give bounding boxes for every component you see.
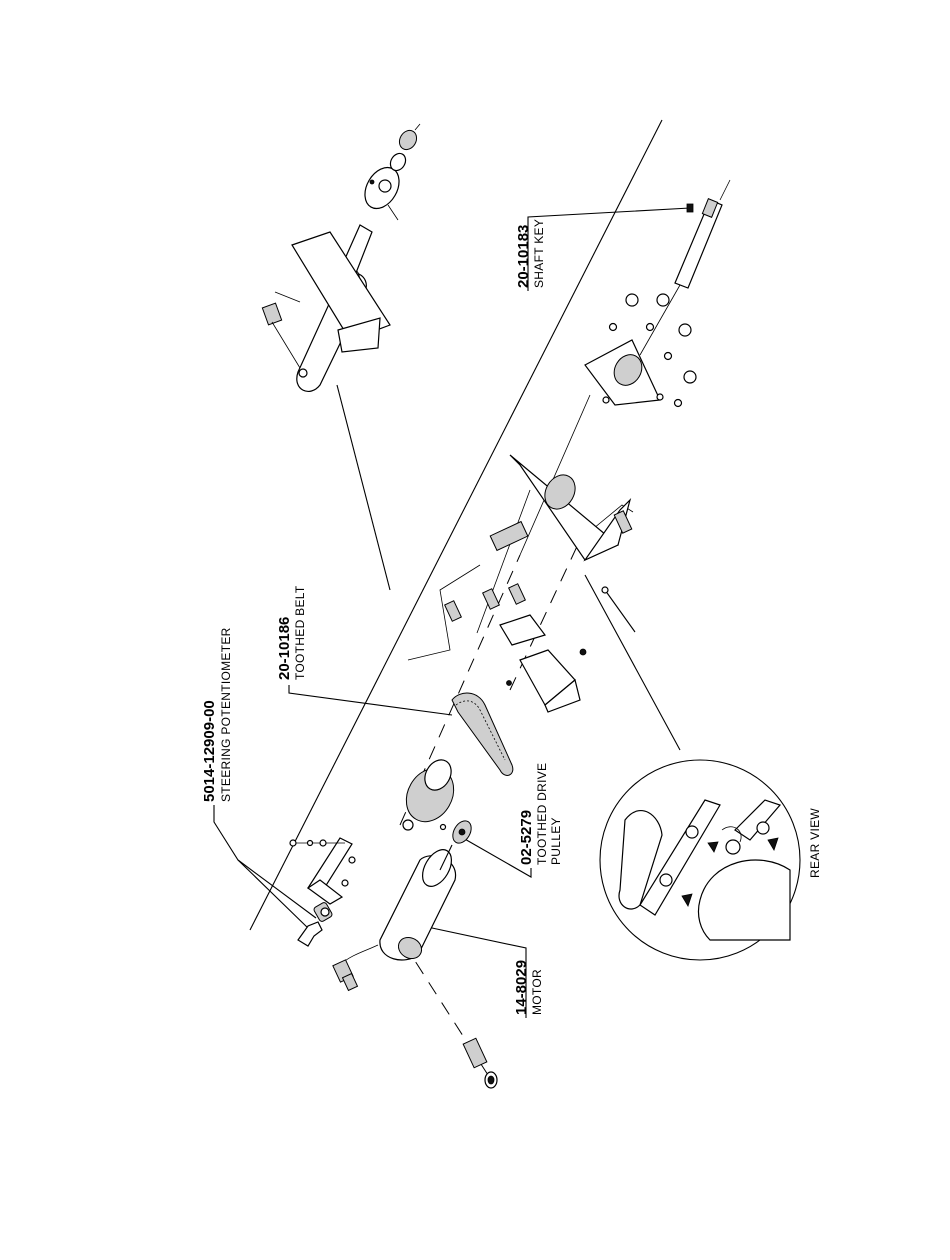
output-shaft-part [675,180,730,288]
motor-end-fastener [463,1038,497,1088]
steering-actuator-assembly [262,225,390,391]
motor-part-number: 14-8029 [513,960,530,1015]
callout-steering-potentiometer: 5014-12909-00 STEERING POTENTIOMETER [201,627,233,802]
shaft-key-part-number: 20-10183 [515,225,532,288]
toothed-belt-part-number: 20-10186 [276,617,293,680]
toothed-belt-description: TOOTHED BELT [293,585,307,680]
actuator-nut-washer [387,124,420,173]
toothed-pulley-part-number: 02-5279 [518,810,535,865]
motor-part [333,845,458,991]
long-bolt [602,587,635,632]
main-mounting-plate [510,455,632,560]
bearing-flange-part [585,340,663,405]
motor-mount-bracket [500,615,586,712]
shaft-key-description: SHAFT KEY [532,219,546,288]
mounting-bolts [445,522,528,622]
callout-shaft-key: 20-10183 SHAFT KEY [515,219,546,288]
pot-bracket [290,838,355,904]
large-pulley-part [397,755,463,830]
callout-toothed-drive-pulley: 02-5279 TOOTHED DRIVE PULLEY [518,763,563,865]
motor-description: MOTOR [530,969,544,1015]
callout-motor: 14-8029 MOTOR [513,960,544,1015]
steering-pot-part-number: 5014-12909-00 [201,700,218,802]
rear-view-inset [600,760,800,960]
toothed-belt-part [452,693,513,775]
steering-pot-description: STEERING POTENTIOMETER [219,627,233,802]
callout-toothed-belt: 20-10186 TOOTHED BELT [276,585,307,680]
toothed-pulley-description: TOOTHED DRIVE [535,763,549,865]
rear-view-label: REAR VIEW [808,808,822,878]
toothed-pulley-description-2: PULLEY [549,817,563,865]
